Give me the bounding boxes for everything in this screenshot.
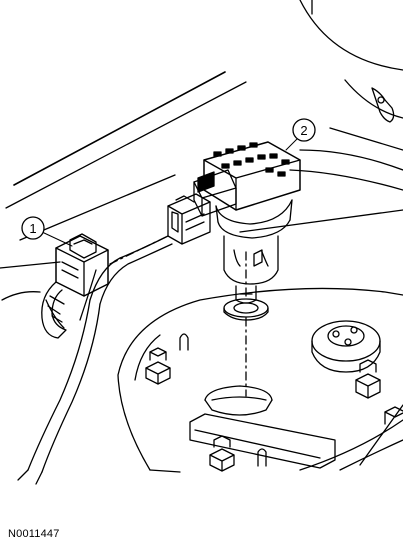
- mounting-bolts: [145, 333, 403, 472]
- label-pad: [189, 413, 336, 469]
- round-cover-plate: [311, 320, 381, 373]
- body-panel-lines: [0, 0, 403, 269]
- sensor-opening: [204, 385, 273, 416]
- callout-2: 2: [292, 118, 316, 142]
- callout-1: 1: [21, 216, 45, 240]
- connection-line: [109, 235, 169, 265]
- callout-2-number: 2: [300, 123, 307, 138]
- callout-1-number: 1: [29, 221, 36, 236]
- sensor-connector: [193, 169, 237, 217]
- harness-connector: [41, 233, 109, 339]
- wire-harness: [1, 235, 173, 485]
- figure-id: N0011447: [8, 528, 60, 540]
